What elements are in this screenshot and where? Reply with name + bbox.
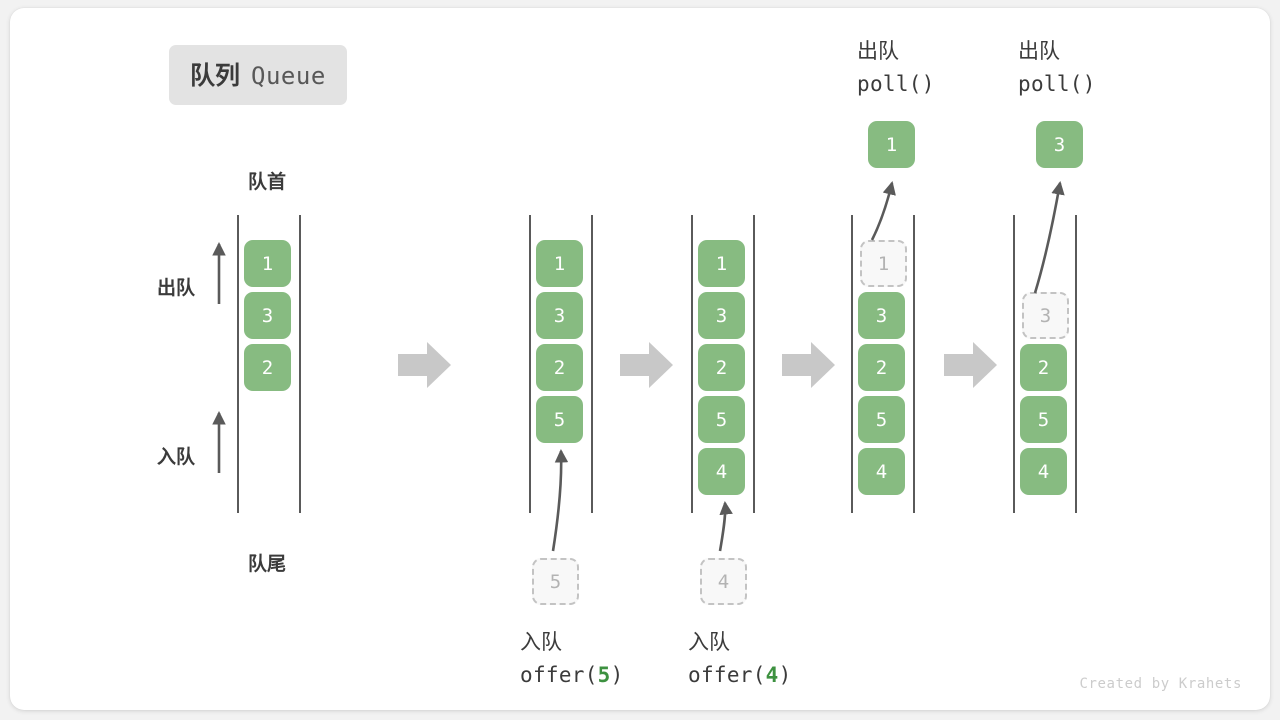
operation-caption-cn: 出队 xyxy=(857,39,899,63)
polled-element: 1 xyxy=(868,121,915,168)
step-separator-arrow xyxy=(620,342,673,388)
queue-item: 5 xyxy=(698,396,745,443)
diagram-canvas: 队列 Queue 队首 队尾 出队 入队 1 3 2 1 3 2 5 5 入队 … xyxy=(10,8,1270,710)
enqueue-direction-label: 入队 xyxy=(157,446,196,468)
queue-rail-right-4 xyxy=(913,215,915,513)
code-prefix: offer( xyxy=(520,662,598,687)
arrows-overlay xyxy=(212,181,1065,552)
step-separator-arrow xyxy=(398,342,451,388)
operation-caption-code: poll() xyxy=(857,71,935,96)
watermark-credit: Created by Krahets xyxy=(1079,676,1242,692)
operation-caption-cn: 入队 xyxy=(520,630,562,654)
code-prefix: offer( xyxy=(688,662,766,687)
queue-item: 2 xyxy=(1020,344,1067,391)
queue-item: 1 xyxy=(698,240,745,287)
queue-item-removed: 1 xyxy=(860,240,907,287)
queue-item: 2 xyxy=(858,344,905,391)
dequeue-direction-label: 出队 xyxy=(157,277,196,299)
queue-item: 2 xyxy=(698,344,745,391)
queue-rail-right-3 xyxy=(753,215,755,513)
dequeue-arrow-1 xyxy=(870,181,896,241)
queue-item-removed: 3 xyxy=(1022,292,1069,339)
operation-caption-code: offer(4) xyxy=(688,659,792,692)
operation-caption-offer-5: 入队 offer(5) xyxy=(520,626,624,691)
queue-item: 5 xyxy=(1020,396,1067,443)
queue-item: 2 xyxy=(536,344,583,391)
queue-rail-left-1 xyxy=(237,215,239,513)
dequeue-arrow-3 xyxy=(1033,181,1065,294)
operation-caption-offer-4: 入队 offer(4) xyxy=(688,626,792,691)
queue-rail-left-3 xyxy=(691,215,693,513)
operation-caption-code: poll() xyxy=(1018,71,1096,96)
enqueue-arrow-5 xyxy=(551,448,569,552)
queue-rail-right-1 xyxy=(299,215,301,513)
incoming-element-ghost: 4 xyxy=(700,558,747,605)
queue-rail-right-2 xyxy=(591,215,593,513)
code-suffix: ) xyxy=(778,662,792,687)
polled-element: 3 xyxy=(1036,121,1083,168)
diagram-title-badge: 队列 Queue xyxy=(169,45,347,105)
queue-item: 2 xyxy=(244,344,291,391)
queue-item: 3 xyxy=(698,292,745,339)
queue-tail-label: 队尾 xyxy=(248,553,287,575)
queue-rail-right-5 xyxy=(1075,215,1077,513)
operation-caption-cn: 入队 xyxy=(688,630,730,654)
queue-item: 4 xyxy=(858,448,905,495)
operation-caption-cn: 出队 xyxy=(1018,39,1060,63)
queue-item: 5 xyxy=(858,396,905,443)
code-suffix: ) xyxy=(610,662,624,687)
code-arg: 5 xyxy=(597,662,611,687)
queue-item: 3 xyxy=(536,292,583,339)
queue-item: 1 xyxy=(536,240,583,287)
queue-rail-left-4 xyxy=(851,215,853,513)
queue-item-new: 5 xyxy=(536,396,583,443)
step-separator-arrow xyxy=(782,342,835,388)
diagram-title-en: Queue xyxy=(251,62,326,90)
step-separator-arrow xyxy=(944,342,997,388)
operation-caption-poll-3: 出队 poll() xyxy=(1018,35,1096,100)
code-arg: 4 xyxy=(765,662,779,687)
queue-rail-left-5 xyxy=(1013,215,1015,513)
operation-caption-poll-1: 出队 poll() xyxy=(857,35,935,100)
queue-head-label: 队首 xyxy=(248,171,287,193)
queue-rail-left-2 xyxy=(529,215,531,513)
incoming-element-ghost: 5 xyxy=(532,558,579,605)
diagram-title-cn: 队列 xyxy=(190,61,241,90)
enqueue-arrow-4 xyxy=(718,500,733,552)
queue-item: 3 xyxy=(858,292,905,339)
queue-item-new: 4 xyxy=(698,448,745,495)
operation-caption-code: offer(5) xyxy=(520,659,624,692)
queue-item: 3 xyxy=(244,292,291,339)
queue-item: 1 xyxy=(244,240,291,287)
queue-item: 4 xyxy=(1020,448,1067,495)
